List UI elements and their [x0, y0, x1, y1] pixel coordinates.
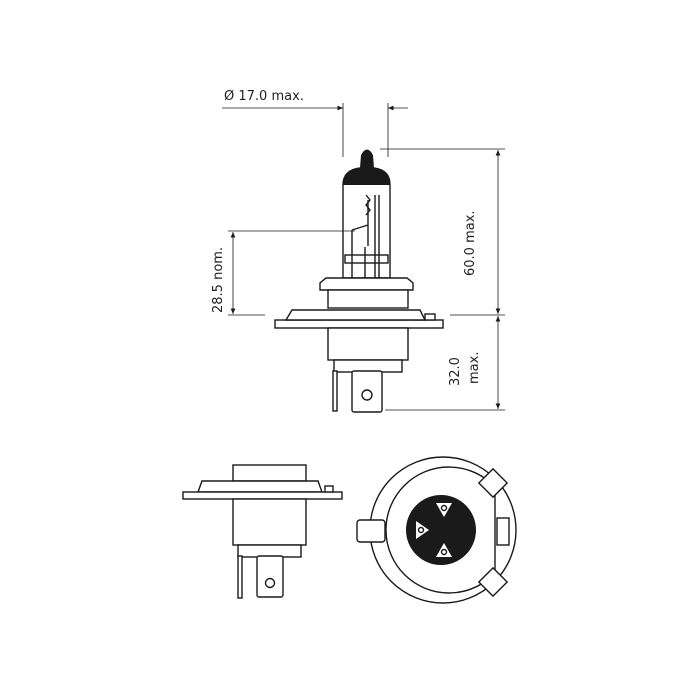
- base-lower: [327, 327, 409, 361]
- dimension-diameter: Ø 17.0 max.: [222, 89, 408, 157]
- bulb-tip-cap: [343, 149, 390, 185]
- terminal-hole: [361, 389, 373, 401]
- flange-lug: [424, 313, 436, 321]
- base-length-value: 32.0: [448, 357, 463, 386]
- terminal-tab: [351, 370, 383, 413]
- dimension-overall-length: 60.0 max.: [380, 148, 505, 316]
- filament: [344, 194, 389, 278]
- base-bottom-view: [356, 456, 517, 604]
- base-upper: [327, 289, 409, 309]
- terminal-pin: [332, 370, 338, 412]
- base-neck: [333, 359, 403, 373]
- flange-raised: [284, 309, 427, 321]
- dimension-base-length: 32.0 max.: [385, 316, 505, 411]
- dimension-light-center: 28.5 nom.: [211, 230, 355, 316]
- flange-plate: [274, 319, 444, 329]
- light-center-label: 28.5 nom.: [211, 247, 226, 313]
- base-length-suffix: max.: [467, 352, 482, 384]
- diameter-label: Ø 17.0 max.: [224, 89, 304, 104]
- contact-disc: [406, 495, 476, 565]
- base-collar: [319, 277, 414, 291]
- overall-length-label: 60.0 max.: [463, 210, 478, 276]
- main-bulb-view: [274, 149, 444, 413]
- base-side-view: [182, 464, 343, 599]
